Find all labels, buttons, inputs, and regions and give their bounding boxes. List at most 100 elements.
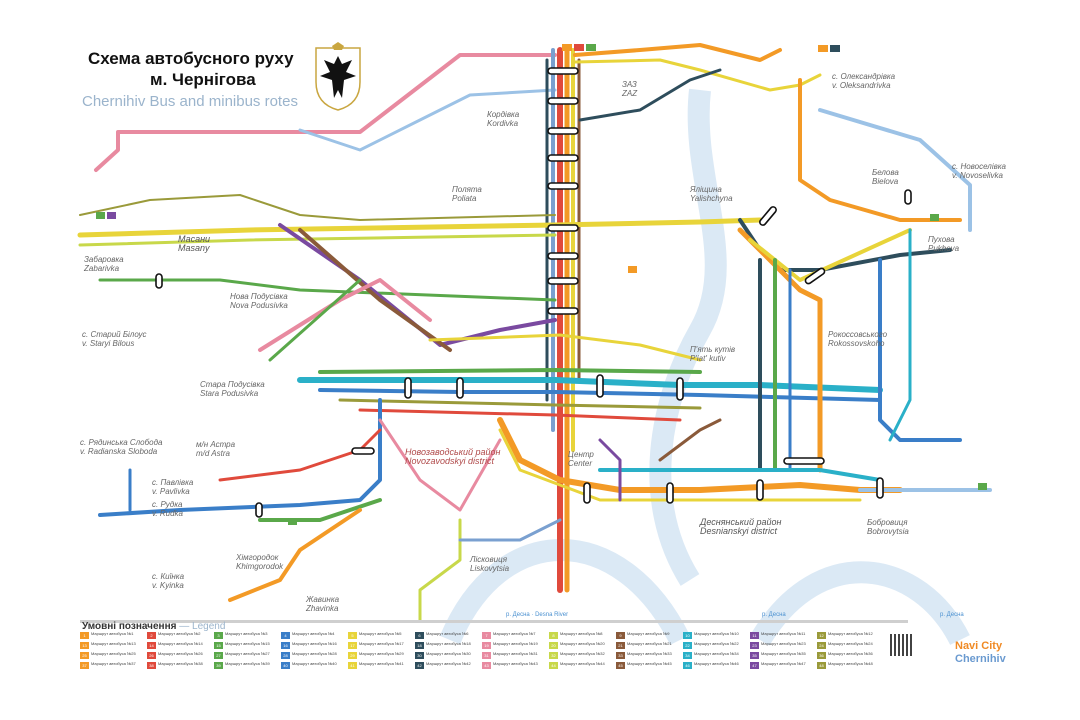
route-orange-zhavinka[interactable] <box>228 508 362 602</box>
route-orange-southeast[interactable] <box>737 227 823 473</box>
transfer-station[interactable] <box>596 374 604 398</box>
route-green-we[interactable] <box>98 278 557 302</box>
transfer-station[interactable] <box>783 457 825 465</box>
route-yellow-we[interactable] <box>77 217 763 238</box>
transfer-station[interactable] <box>759 206 778 227</box>
route-yellow-ne[interactable] <box>573 58 822 92</box>
route-purple-south[interactable] <box>598 438 622 502</box>
transfer-station[interactable] <box>666 482 674 504</box>
transfer-station[interactable] <box>547 252 579 260</box>
route-orange-ne[interactable] <box>573 43 782 62</box>
route-orange-south[interactable] <box>497 417 903 493</box>
qr-code-icon[interactable] <box>890 634 912 656</box>
transfer-station[interactable] <box>547 97 579 105</box>
route-yellow-east[interactable] <box>748 228 912 282</box>
route-olive-we[interactable] <box>79 194 556 221</box>
route-blue-bobrovytsia[interactable] <box>878 258 962 442</box>
transfer-station[interactable] <box>456 377 464 399</box>
route-yellow-center[interactable] <box>428 333 702 362</box>
route-lime-liskovytsia[interactable] <box>418 518 462 622</box>
transfer-station[interactable] <box>547 182 579 190</box>
transfer-station[interactable] <box>547 127 579 135</box>
route-brown-diag[interactable] <box>298 228 452 352</box>
transfer-station[interactable] <box>351 447 375 455</box>
route-olive-center[interactable] <box>338 398 702 410</box>
transfer-station[interactable] <box>583 482 591 504</box>
route-pink-south[interactable] <box>378 418 502 512</box>
route-red-southwest[interactable] <box>218 428 382 482</box>
route-cyan-center[interactable] <box>297 377 883 393</box>
transfer-station[interactable] <box>404 377 412 399</box>
transfer-station[interactable] <box>547 224 579 232</box>
route-dark-ne[interactable] <box>578 68 722 122</box>
transfer-station[interactable] <box>904 189 912 205</box>
transfer-station[interactable] <box>547 67 579 75</box>
route-blue-southwest[interactable] <box>98 398 382 517</box>
transfer-station[interactable] <box>804 267 826 285</box>
route-cyan-east[interactable] <box>888 228 912 442</box>
transfer-station[interactable] <box>547 154 579 162</box>
route-lime-we[interactable] <box>78 233 557 247</box>
route-red-center[interactable] <box>358 408 682 422</box>
transfer-station[interactable] <box>547 307 579 315</box>
transfer-station[interactable] <box>155 273 163 289</box>
route-green-southwest[interactable] <box>258 498 382 522</box>
route-pink-diag[interactable] <box>258 278 432 352</box>
transfer-station[interactable] <box>255 502 263 518</box>
route-cyan-south[interactable] <box>598 468 882 482</box>
route-brown-south[interactable] <box>658 418 722 462</box>
route-lightblue-east[interactable] <box>818 108 972 232</box>
transfer-station[interactable] <box>547 277 579 285</box>
transfer-stations[interactable] <box>155 67 912 518</box>
route-green-center[interactable] <box>318 368 702 374</box>
route-lightblue-north[interactable] <box>298 88 557 152</box>
route-orange-east[interactable] <box>798 78 962 222</box>
route-blue-liskovytsia[interactable] <box>458 518 562 542</box>
route-green-diag[interactable] <box>268 278 362 362</box>
